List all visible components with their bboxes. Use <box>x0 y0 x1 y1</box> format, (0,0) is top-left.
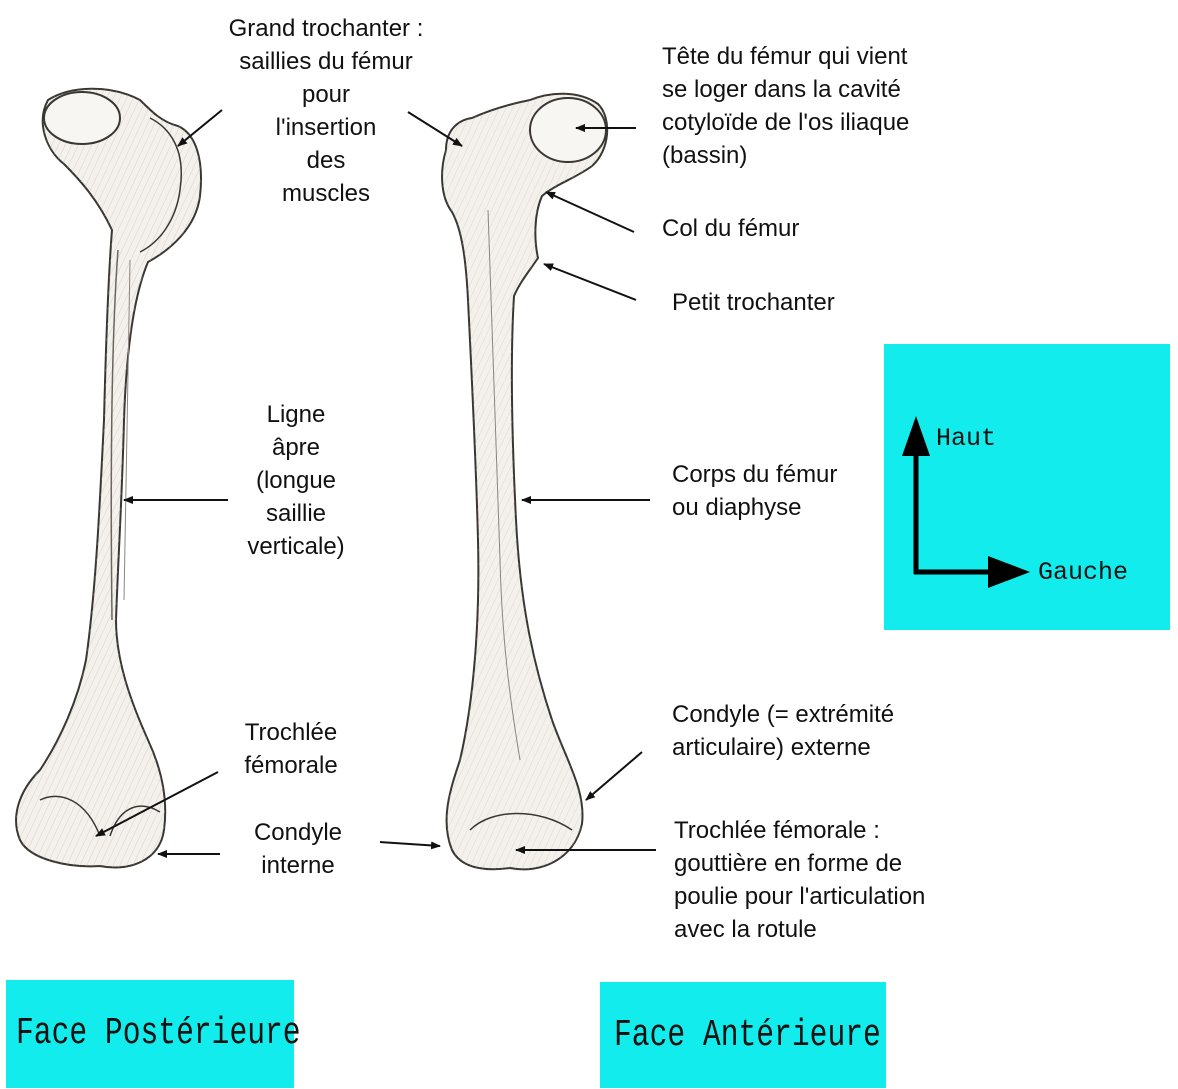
arrow-col-femur <box>546 192 634 232</box>
label-condyle-externe: Condyle (= extrémité articulaire) extern… <box>672 698 972 764</box>
face-posterior-panel: Face Postérieure <box>6 980 294 1088</box>
label-corps-femur: Corps du fémur ou diaphyse <box>672 458 892 524</box>
label-trochlee-post: Trochlée fémorale <box>228 716 354 782</box>
face-anterior-label: Face Antérieure <box>614 1014 881 1057</box>
orientation-right-label: Gauche <box>1038 558 1128 587</box>
arrow-condyle-interne-ant <box>380 842 440 846</box>
arrow-condyle-externe <box>586 752 642 800</box>
label-petit-trochanter: Petit trochanter <box>672 286 892 319</box>
anterior-femur <box>442 94 607 870</box>
orientation-up-label: Haut <box>936 424 996 453</box>
posterior-femur <box>16 89 201 868</box>
face-anterior-panel: Face Antérieure <box>600 982 886 1088</box>
label-tete-femur: Tête du fémur qui vient se loger dans la… <box>662 40 992 172</box>
label-ligne-apre: Ligne âpre (longue saillie verticale) <box>226 398 366 563</box>
label-condyle-interne: Condyle interne <box>230 816 366 882</box>
label-grand-trochanter: Grand trochanter : saillies du fémur pou… <box>196 12 456 210</box>
right-arrow-icon <box>988 556 1030 588</box>
up-arrow-icon <box>902 416 930 456</box>
label-col-femur: Col du fémur <box>662 212 882 245</box>
face-posterior-label: Face Postérieure <box>16 1012 301 1055</box>
label-trochlee-ant: Trochlée fémorale : gouttière en forme d… <box>674 814 994 946</box>
orientation-axes <box>884 344 1170 630</box>
orientation-panel: Haut Gauche <box>884 344 1170 630</box>
arrow-petit-trochanter <box>544 264 636 300</box>
